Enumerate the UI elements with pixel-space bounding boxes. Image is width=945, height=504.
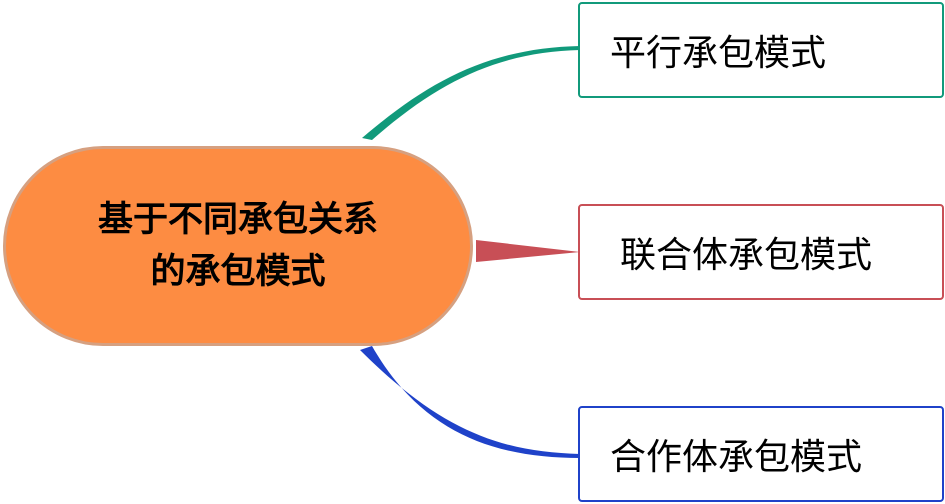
connector-to-joint-venture [476, 240, 580, 262]
child-node-parallel: 平行承包模式 [578, 2, 944, 98]
child-label-cooperative: 合作体承包模式 [610, 437, 863, 478]
root-node: 基于不同承包关系 的承包模式 [3, 146, 473, 346]
child-node-joint-venture: 联合体承包模式 [578, 204, 944, 300]
connector-to-cooperative [360, 346, 580, 458]
root-label-line-1: 基于不同承包关系 [97, 200, 378, 240]
child-label-joint-venture: 联合体承包模式 [620, 235, 873, 276]
root-label-line-2: 的承包模式 [150, 252, 326, 292]
connector-to-parallel [362, 46, 580, 140]
child-label-parallel: 平行承包模式 [610, 33, 827, 74]
root-label: 基于不同承包关系 的承包模式 [58, 194, 418, 298]
child-node-cooperative: 合作体承包模式 [578, 406, 944, 502]
